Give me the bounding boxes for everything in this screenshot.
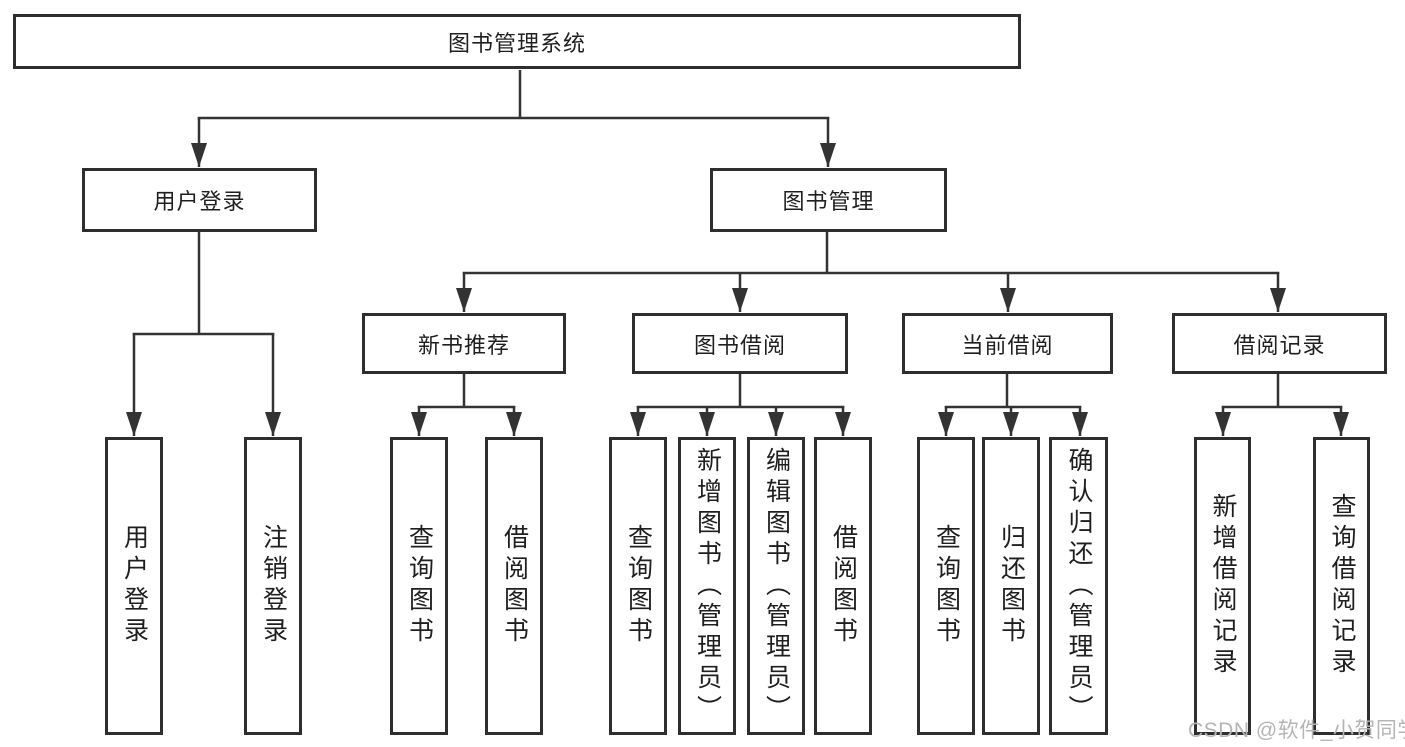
- leaf-add-borrow-record: 新增借阅记录: [1194, 437, 1251, 735]
- node-library-management-system: 图书管理系统: [13, 14, 1021, 69]
- leaf-user-login: 用户登录: [105, 437, 163, 735]
- leaf-return-books: 归还图书: [982, 437, 1040, 735]
- node-borrowing-records: 借阅记录: [1172, 313, 1387, 374]
- leaf-borrow-books-recommend: 借阅图书: [485, 437, 543, 735]
- node-label: 查询图书: [624, 524, 653, 648]
- leaf-logout: 注销登录: [244, 437, 302, 735]
- node-label: 用户登录: [120, 524, 149, 648]
- node-label: 新增图书（管理员）: [693, 446, 722, 726]
- node-label: 归还图书: [997, 524, 1026, 648]
- leaf-query-books-current: 查询图书: [917, 437, 975, 735]
- node-new-book-recommendation: 新书推荐: [362, 313, 566, 374]
- node-label: 新增借阅记录: [1209, 493, 1237, 679]
- node-label: 借阅记录: [1233, 332, 1326, 358]
- node-current-borrowing: 当前借阅: [902, 313, 1113, 374]
- node-label: 查询借阅记录: [1328, 493, 1356, 679]
- csdn-watermark: CSDN @软件_小贺同学: [1188, 719, 1405, 742]
- node-book-management: 图书管理: [710, 168, 947, 232]
- node-user-login: 用户登录: [82, 168, 317, 232]
- node-label: 注销登录: [259, 524, 288, 648]
- node-label: 用户登录: [153, 189, 246, 214]
- node-label: 借阅图书: [500, 524, 529, 648]
- node-label: 借阅图书: [829, 524, 858, 648]
- node-label: 图书管理: [782, 189, 875, 214]
- leaf-query-books-borrow: 查询图书: [609, 437, 667, 735]
- leaf-confirm-return-admin: 确认归还（管理员）: [1049, 437, 1108, 735]
- node-label: 图书管理系统: [447, 30, 586, 56]
- leaf-query-books-recommend: 查询图书: [390, 437, 448, 735]
- node-label: 编辑图书（管理员）: [762, 446, 791, 726]
- node-label: 确认归还（管理员）: [1065, 446, 1093, 726]
- node-label: 当前借阅: [961, 332, 1054, 358]
- node-label: 查询图书: [932, 524, 961, 648]
- leaf-add-books-admin: 新增图书（管理员）: [678, 437, 736, 735]
- leaf-query-borrow-record: 查询借阅记录: [1313, 437, 1370, 735]
- node-label: 新书推荐: [417, 332, 510, 358]
- leaf-borrow-books: 借阅图书: [814, 437, 872, 735]
- leaf-edit-books-admin: 编辑图书（管理员）: [747, 437, 805, 735]
- node-book-borrowing: 图书借阅: [632, 313, 848, 374]
- node-label: 图书借阅: [693, 332, 786, 358]
- node-label: 查询图书: [405, 524, 434, 648]
